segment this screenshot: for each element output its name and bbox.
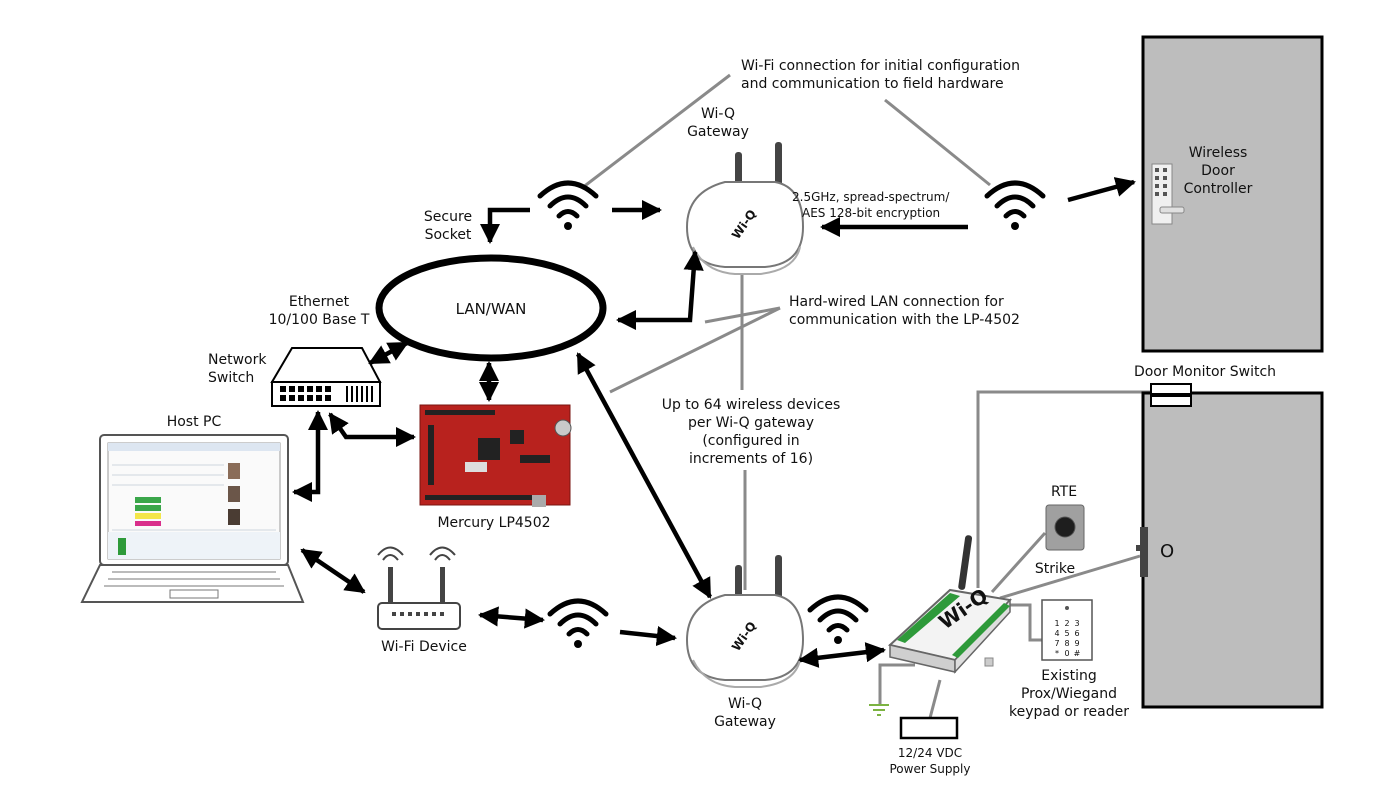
keypad-keys: 1 2 3 4 5 6 7 8 9 * 0 # bbox=[1054, 619, 1080, 658]
label-wifi-device: Wi-Fi Device bbox=[381, 639, 467, 655]
wiq-field-device-icon bbox=[887, 535, 1012, 674]
door-monitor-switch-icon bbox=[1150, 383, 1192, 407]
label-spread-spectrum-line1: 2.5GHz, spread-spectrum/ bbox=[792, 190, 950, 204]
power-supply-icon bbox=[899, 716, 959, 740]
strike-icon bbox=[1136, 527, 1148, 577]
label-existing-line2: Prox/Wiegand bbox=[1021, 686, 1117, 702]
gateway-top-icon bbox=[686, 141, 804, 275]
host-pc-laptop-icon bbox=[80, 434, 305, 603]
label-rte: RTE bbox=[1051, 484, 1077, 500]
label-existing-line1: Existing bbox=[1041, 668, 1096, 684]
label-strike: Strike bbox=[1035, 561, 1075, 577]
label-wireless-door-line1: Wireless bbox=[1189, 145, 1248, 161]
label-gateway-top-line2: Gateway bbox=[687, 124, 749, 140]
label-upto-line1: Up to 64 wireless devices bbox=[662, 397, 841, 413]
wifi-icon-bottom-left bbox=[550, 601, 606, 648]
ground-icon bbox=[869, 704, 889, 716]
label-spread-spectrum-line2: AES 128-bit encryption bbox=[802, 206, 940, 220]
keypad-key: 9 bbox=[1074, 639, 1079, 648]
door-bottom bbox=[1141, 391, 1324, 709]
label-wireless-door-line2: Door bbox=[1201, 163, 1235, 179]
label-ethernet-line1: Ethernet bbox=[289, 294, 350, 310]
mercury-board-icon bbox=[419, 404, 572, 507]
keypad-key: 8 bbox=[1064, 639, 1069, 648]
wifi-icon-bottom-right bbox=[810, 597, 866, 644]
wifi-device-router-icon bbox=[377, 546, 461, 630]
keypad-key: 4 bbox=[1054, 629, 1059, 638]
connection-arrows bbox=[291, 177, 1136, 668]
label-wifi-config-line2: and communication to field hardware bbox=[741, 76, 1004, 92]
label-gateway-bottom-line1: Wi-Q bbox=[728, 696, 762, 712]
keypad-key: 0 bbox=[1064, 649, 1069, 658]
label-hardwired-line1: Hard-wired LAN connection for bbox=[789, 294, 1004, 310]
label-ethernet-line2: 10/100 Base T bbox=[269, 312, 370, 328]
wifi-icon-top-right bbox=[987, 183, 1043, 230]
label-lan-wan: LAN/WAN bbox=[456, 300, 527, 318]
label-door-monitor-switch: Door Monitor Switch bbox=[1134, 364, 1276, 380]
wifi-icon-top-left bbox=[540, 183, 596, 230]
wireless-lock-icon bbox=[1151, 163, 1185, 225]
keypad-key: 3 bbox=[1074, 619, 1079, 628]
door-top bbox=[1141, 35, 1324, 353]
label-power-line1: 12/24 VDC bbox=[898, 746, 962, 760]
label-wireless-door-line3: Controller bbox=[1184, 181, 1253, 197]
label-upto-line2: per Wi-Q gateway bbox=[688, 415, 814, 431]
keypad-key: # bbox=[1074, 649, 1081, 658]
keypad-key: 1 bbox=[1054, 619, 1059, 628]
keypad-key: * bbox=[1055, 649, 1059, 658]
lan-wan-cloud bbox=[375, 254, 607, 362]
label-upto-line3: (configured in bbox=[702, 433, 799, 449]
label-mercury-lp4502: Mercury LP4502 bbox=[437, 515, 550, 531]
label-wifi-config-line1: Wi-Fi connection for initial configurati… bbox=[741, 58, 1020, 74]
label-power-line2: Power Supply bbox=[890, 762, 971, 776]
label-existing-line3: keypad or reader bbox=[1009, 704, 1129, 720]
label-secure-socket-line1: Secure bbox=[424, 209, 472, 225]
label-gateway-bottom-line2: Gateway bbox=[714, 714, 776, 730]
label-host-pc: Host PC bbox=[167, 414, 222, 430]
strike-knob: O bbox=[1160, 541, 1174, 562]
label-network-switch-line2: Switch bbox=[208, 370, 254, 386]
label-hardwired-line2: communication with the LP-4502 bbox=[789, 312, 1020, 328]
keypad-key: 5 bbox=[1064, 629, 1069, 638]
label-network-switch-line1: Network bbox=[208, 352, 267, 368]
keypad-reader-icon bbox=[1041, 599, 1093, 661]
network-switch-icon bbox=[270, 347, 382, 407]
keypad-key: 7 bbox=[1054, 639, 1059, 648]
rte-button-icon bbox=[1045, 504, 1085, 551]
keypad-key: 6 bbox=[1074, 629, 1079, 638]
label-secure-socket-line2: Socket bbox=[425, 227, 472, 243]
label-upto-line4: increments of 16) bbox=[689, 451, 813, 467]
label-gateway-top-line1: Wi-Q bbox=[701, 106, 735, 122]
keypad-key: 2 bbox=[1064, 619, 1069, 628]
